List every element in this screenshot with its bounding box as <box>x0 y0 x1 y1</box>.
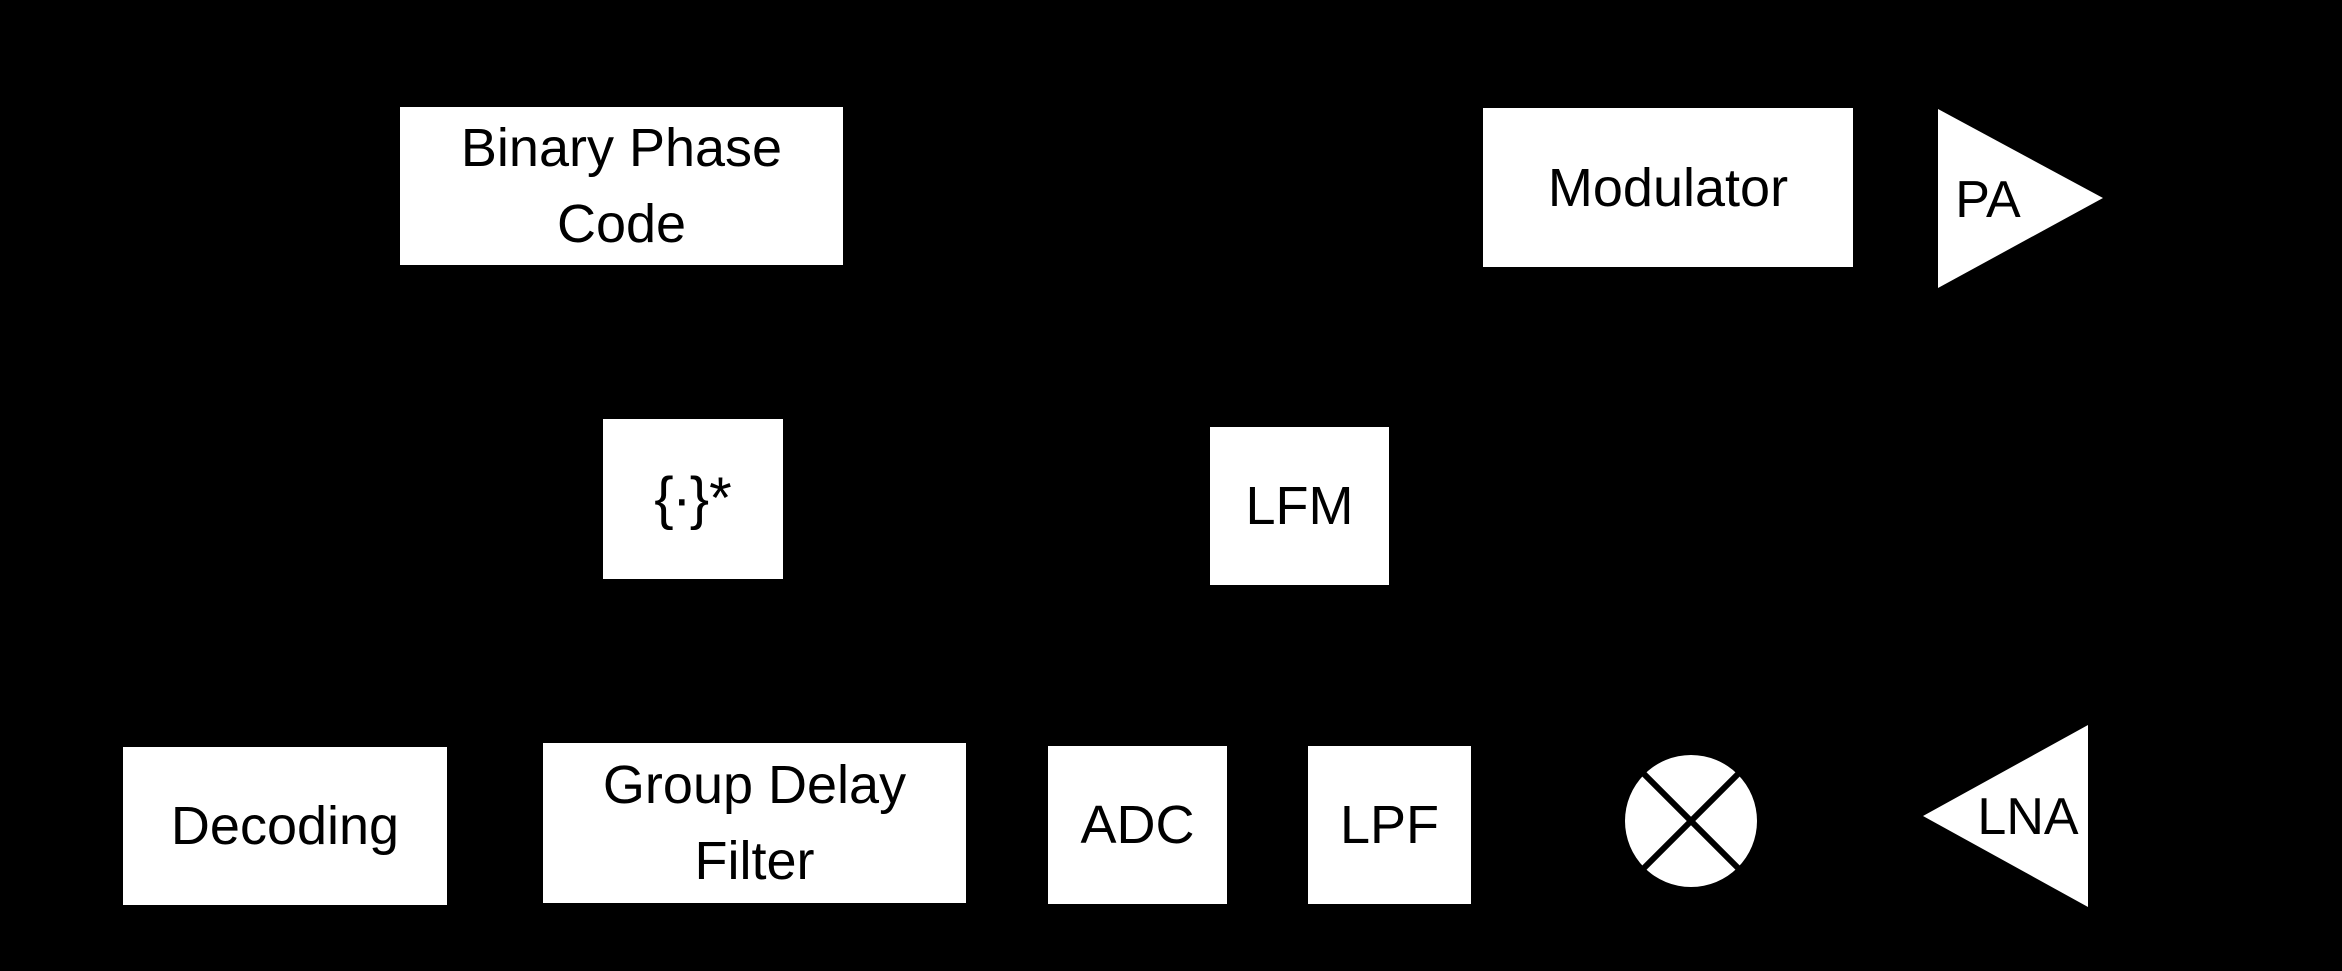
mixer-multiplier-icon <box>1625 755 1757 887</box>
block-lfm: LFM <box>1210 427 1389 585</box>
pa-amplifier-triangle <box>1938 109 2103 288</box>
block-conjugate-operator: {∙}* <box>603 419 783 579</box>
block-lpf: LPF <box>1308 746 1471 904</box>
block-modulator: Modulator <box>1483 108 1853 267</box>
pa-label: PA <box>1955 171 2021 229</box>
block-decoding: Decoding <box>123 747 447 905</box>
block-group-delay-filter: Group Delay Filter <box>543 743 966 903</box>
block-adc: ADC <box>1048 746 1227 904</box>
block-binary-phase-code: Binary Phase Code <box>400 107 843 265</box>
lna-amplifier-triangle <box>1923 725 2088 907</box>
lna-label: LNA <box>1977 788 2078 846</box>
